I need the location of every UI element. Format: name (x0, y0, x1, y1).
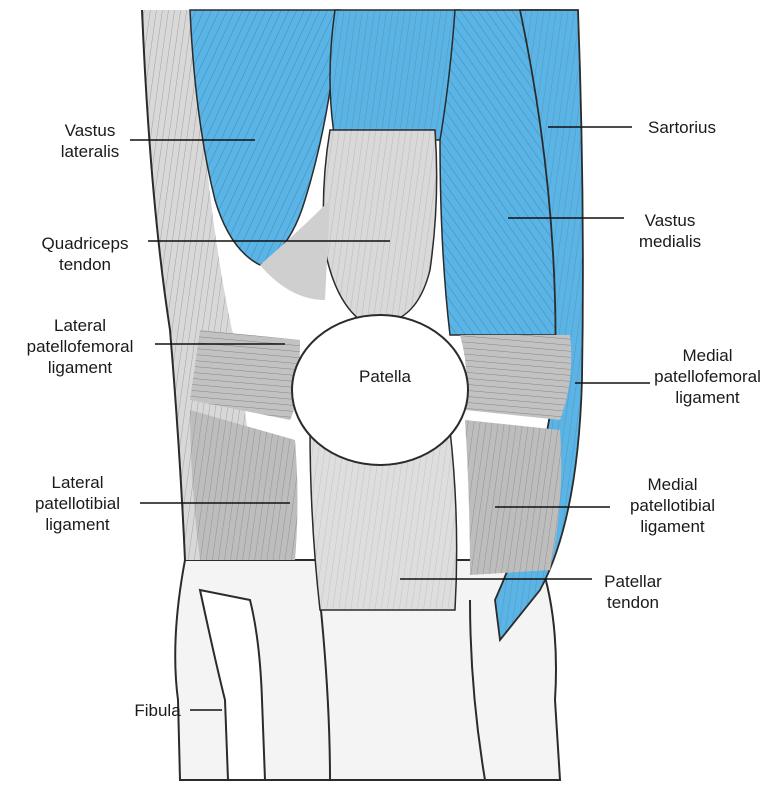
label-sartorius: Sartorius (632, 117, 732, 138)
label-lateral-patellotibial-ligament: Lateral patellotibial ligament (10, 472, 145, 535)
label-vastus-lateralis: Vastus lateralis (40, 120, 140, 162)
label-patellar-tendon: Patellar tendon (588, 571, 678, 613)
label-quadriceps-tendon: Quadriceps tendon (25, 233, 145, 275)
label-patella: Patella (350, 366, 420, 387)
label-medial-patellofemoral-ligament: Medial patellofemoral ligament (640, 345, 775, 408)
label-fibula: Fibula (125, 700, 190, 721)
label-lateral-patellofemoral-ligament: Lateral patellofemoral ligament (5, 315, 155, 378)
rectus-femoris-muscle (330, 10, 460, 140)
patella-bone (292, 315, 468, 465)
label-vastus-medialis: Vastus medialis (620, 210, 720, 252)
label-medial-patellotibial-ligament: Medial patellotibial ligament (605, 474, 740, 537)
